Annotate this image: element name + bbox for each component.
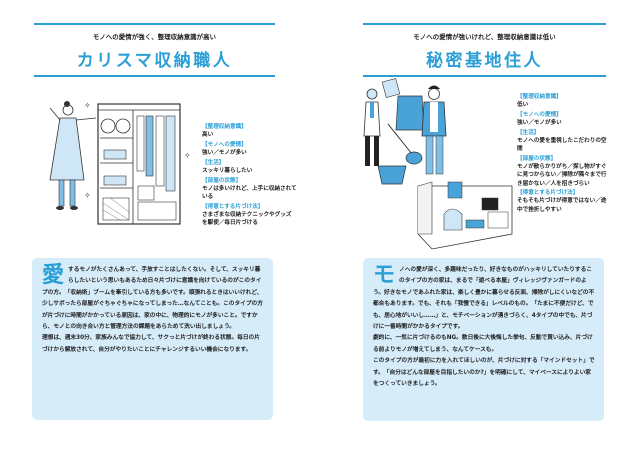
top-rule [34,23,275,25]
dropcap: モ [373,263,396,288]
attr-label: 【生活】 [517,129,540,136]
top-rule [363,23,606,25]
description-box: モ ノへの愛が深く、多趣味だったり、好きなものがハッキリしていたりするこのタイプ… [363,258,604,421]
attr-value: モノは多いけれど、上手に収納されている [202,185,297,201]
attr-label: 【得意とする片づけ法】 [517,190,579,197]
attr-label: 【部屋の状態】 [202,177,242,184]
attr-label: 【得意とする片づけ法】 [202,203,264,210]
svg-text:✧: ✧ [84,101,91,110]
closet-illustration: ✧ ✧ ✧ [49,101,190,225]
attr-value: さまざまな収納テクニックやグッズを駆使／毎日片づける [202,212,292,227]
attr-label: 【生活】 [202,159,225,166]
svg-text:✧: ✧ [84,191,91,200]
attr-label: 【整理収納意識】 [517,94,562,100]
attr-label: 【モノへの愛情】 [202,141,247,148]
attribute-list: 【整理収納意識】 高い 【モノへの愛情】 強い／モノが多い 【生活】 スッキリ暮… [202,123,297,229]
type-subtitle: モノへの愛情が強いけれど、整理収納意識は低い [413,33,556,41]
svg-text:✧: ✧ [184,151,190,160]
left-page: モノへの愛情が強く、整理収納意識が高い カリスマ収納職人 [32,23,297,420]
attr-value: スッキリ暮らしたい [202,168,253,175]
bottom-rule [34,75,275,77]
type-subtitle: モノへの愛情が強く、整理収納意識が高い [92,33,217,41]
paragraph: 劇的に、一気に片づけるのもNG。数日後に大後悔した挙句、反動で買い込み、片づける… [373,335,593,353]
type-title: カリスマ収納職人 [76,51,233,71]
attribute-list: 【整理収納意識】 低い 【モノへの愛情】 強い／モノが多い 【生活】 モノへの愛… [517,93,609,215]
attr-value: そもそも片づけが得意ではない／途中で挫折しやすい [517,198,607,213]
attr-value: 高い [202,132,214,139]
attr-label: 【部屋の状態】 [517,155,557,162]
attr-value: モノが散らかりがち／探し物がすぐに見つからない／掃除が隅々まで行き届かない／人を… [517,164,607,187]
attr-value: 低い [517,102,529,109]
attr-value: 強い／モノが多い [517,120,562,127]
attr-label: 【整理収納意識】 [202,124,247,130]
attr-value: 強い／モノが多い [202,150,247,157]
description-text: 愛 するモノがたくさんあって、手放すことはしたくない。そして、スッキリ暮らしたい… [42,265,264,356]
bottom-rule [363,75,606,77]
description-text: モ ノへの愛が深く、多趣味だったり、好きなものがハッキリしていたりするこのタイプ… [373,265,595,390]
description-box: 愛 するモノがたくさんあって、手放すことはしたくない。そして、スッキリ暮らしたい… [32,258,273,420]
paragraph: ノへの愛が深く、多趣味だったり、好きなものがハッキリしていたりするこのタイプの方… [373,267,595,331]
paragraph: 理想は、週末30分、家族みんなで協力して、サクっと片づけが終わる状態。毎日の片づ… [42,335,260,353]
paragraph: するモノがたくさんあって、手放すことはしたくない。そして、スッキリ暮らしたいとい… [42,267,263,331]
dropcap: 愛 [42,263,65,288]
attr-label: 【モノへの愛情】 [517,111,562,118]
type-title: 秘密基地住人 [426,51,543,71]
paragraph: このタイプの方が最初に力を入れてほしいのが、片づけに対する「マインドセット」です… [373,358,595,388]
attr-value: モノへの愛を重視したこだわりの空間 [517,138,607,153]
secret-base-illustration [363,78,513,250]
right-page: モノへの愛情が強いけれど、整理収納意識は低い 秘密基地住人 [320,0,640,461]
